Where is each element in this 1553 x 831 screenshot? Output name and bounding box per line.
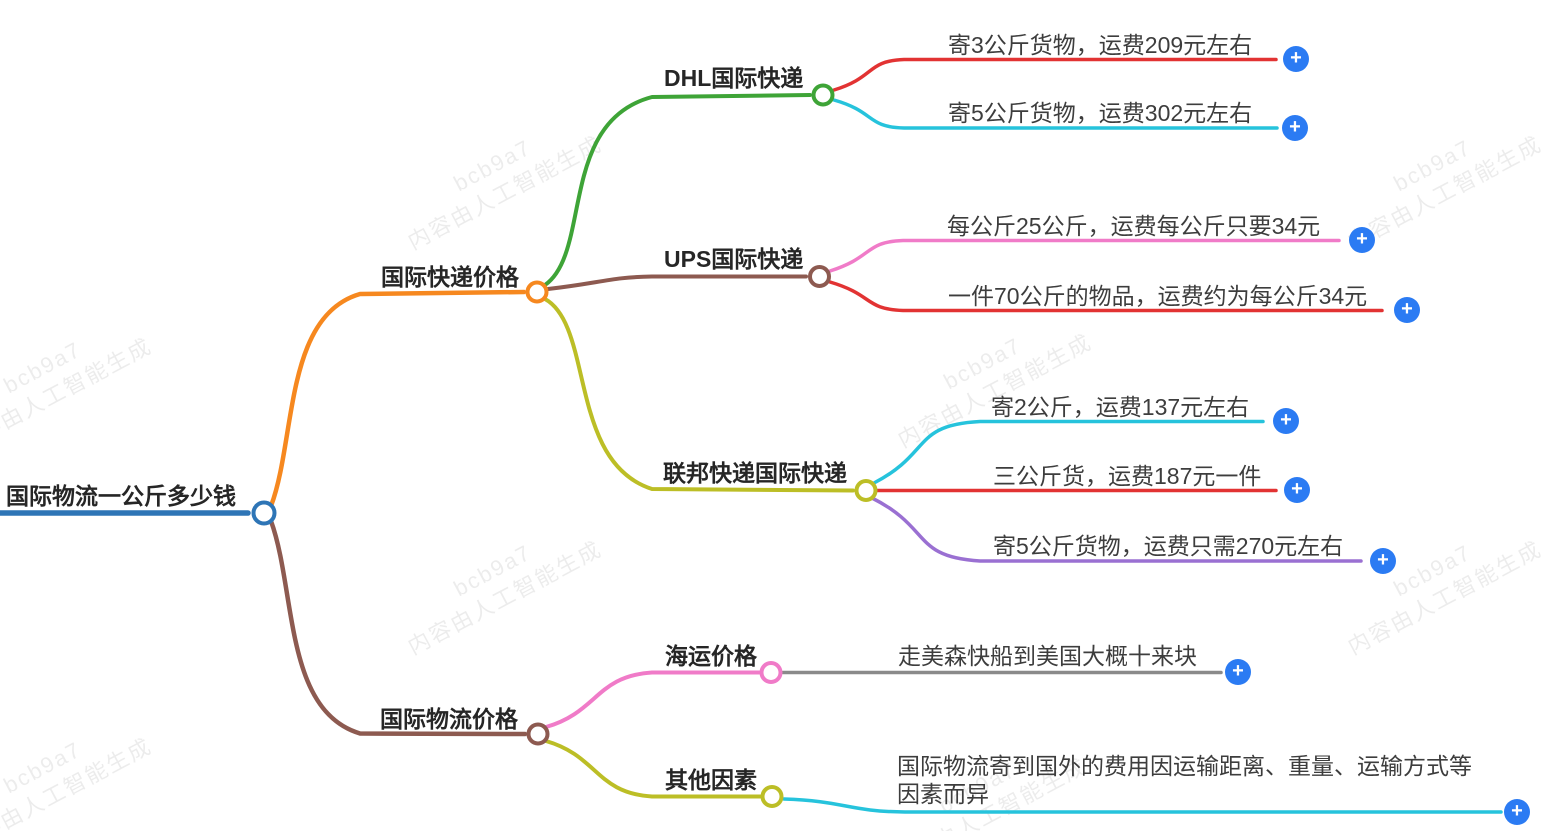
node-circle-dhl[interactable] (811, 83, 835, 107)
node-fedex-label[interactable]: 联邦快递国际快递 (663, 460, 847, 486)
node-dhl-label[interactable]: DHL国际快递 (664, 65, 804, 91)
branch-line-sea-freight (544, 670, 761, 729)
expand-button-fedex-2[interactable]: + (1284, 477, 1310, 503)
plus-icon: + (1289, 116, 1301, 138)
branch-line-dhl (543, 93, 812, 287)
branch-line-logistics (268, 518, 528, 737)
leaf-line-dhl-1 (832, 57, 1278, 92)
node-other-factors-label[interactable]: 其他因素 (665, 767, 757, 793)
branch-line-express (268, 289, 527, 509)
node-circle-ups[interactable] (808, 265, 831, 288)
node-sea-freight-label[interactable]: 海运价格 (665, 643, 757, 669)
expand-button-dhl-2[interactable]: + (1282, 115, 1308, 141)
plus-icon: + (1401, 298, 1413, 320)
leaf-sea-1-text[interactable]: 走美森快船到美国大概十来块 (898, 643, 1197, 669)
node-logistics-price-label[interactable]: 国际物流价格 (380, 706, 518, 732)
leaf-line-fedex-3 (870, 496, 1363, 563)
expand-button-fedex-3[interactable]: + (1370, 548, 1396, 574)
leaf-line-ups-2 (828, 280, 1384, 313)
expand-button-other-1[interactable]: + (1504, 799, 1530, 825)
plus-icon: + (1232, 660, 1244, 682)
branch-line-other-factors (544, 739, 762, 799)
plus-icon: + (1291, 478, 1303, 500)
expand-button-sea-1[interactable]: + (1225, 659, 1251, 685)
root-node-label[interactable]: 国际物流一公斤多少钱 (6, 483, 236, 509)
plus-icon: + (1356, 228, 1368, 250)
node-circle-root[interactable] (251, 500, 277, 526)
expand-button-dhl-1[interactable]: + (1283, 46, 1309, 72)
leaf-fedex-3-text[interactable]: 寄5公斤货物，运费只需270元左右 (993, 533, 1344, 559)
leaf-ups-1-text[interactable]: 每公斤25公斤，运费每公斤只要34元 (947, 213, 1321, 239)
expand-button-ups-1[interactable]: + (1349, 227, 1375, 253)
leaf-dhl-2-text[interactable]: 寄5公斤货物，运费302元左右 (948, 100, 1253, 126)
node-circle-logistics[interactable] (526, 722, 550, 746)
node-ups-label[interactable]: UPS国际快递 (664, 246, 804, 272)
node-circle-fedex[interactable] (854, 479, 878, 502)
plus-icon: + (1511, 800, 1523, 822)
leaf-line-other-1 (782, 797, 1503, 814)
branch-line-ups (546, 274, 808, 291)
leaf-line-fedex-1 (872, 419, 1265, 485)
leaf-line-dhl-2 (832, 98, 1279, 130)
leaf-other-1-text[interactable]: 国际物流寄到国外的费用因运输距离、重量、运输方式等因素而异 (897, 753, 1472, 807)
leaf-fedex-2-text[interactable]: 三公斤货，运费187元一件 (993, 463, 1262, 489)
leaf-fedex-1-text[interactable]: 寄2公斤，运费137元左右 (991, 394, 1250, 420)
node-circle-other-factors[interactable] (760, 785, 784, 808)
plus-icon: + (1280, 409, 1292, 431)
plus-icon: + (1290, 47, 1302, 69)
expand-button-fedex-1[interactable]: + (1273, 408, 1299, 434)
node-circle-sea-freight[interactable] (759, 661, 783, 684)
leaf-line-ups-1 (828, 238, 1341, 273)
node-express-price-label[interactable]: 国际快递价格 (381, 264, 519, 290)
plus-icon: + (1377, 549, 1389, 571)
leaf-dhl-1-text[interactable]: 寄3公斤货物，运费209元左右 (948, 32, 1253, 58)
branch-line-fedex (543, 297, 855, 493)
node-circle-express[interactable] (525, 280, 549, 304)
leaf-ups-2-text[interactable]: 一件70公斤的物品，运费约为每公斤34元 (948, 283, 1368, 309)
expand-button-ups-2[interactable]: + (1394, 297, 1420, 323)
